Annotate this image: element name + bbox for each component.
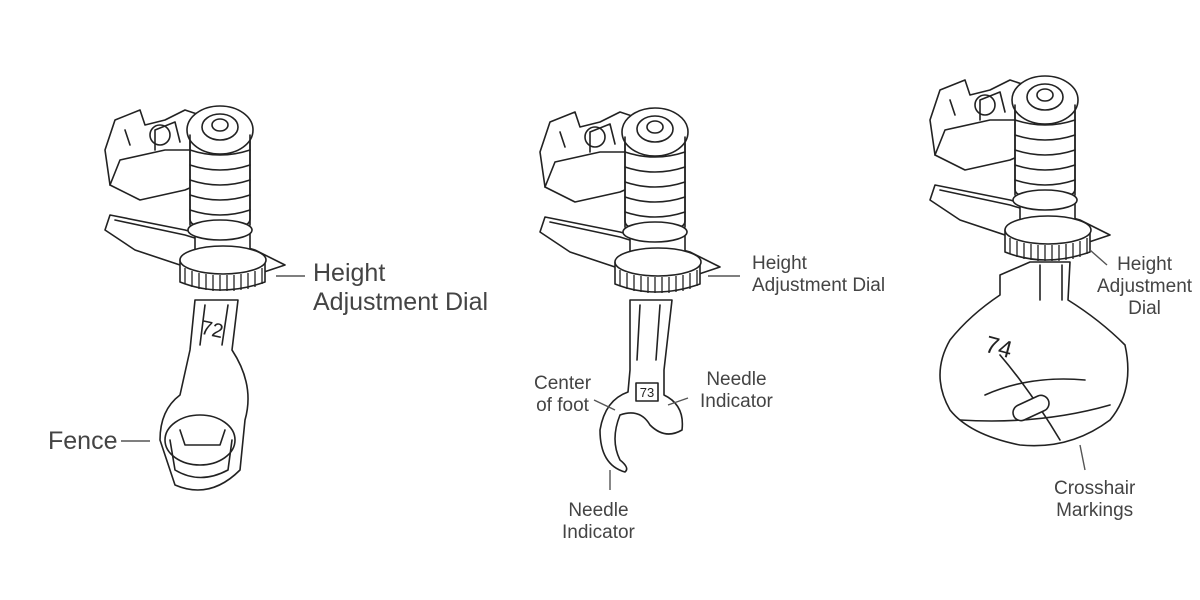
foot-number-73: 73 (640, 385, 654, 400)
leader-lines-1 (121, 275, 305, 442)
figure-1-foot-72: 72 (104, 105, 305, 491)
height-adjustment-dial-label-1: Height Adjustment Dial (313, 259, 489, 316)
foot-shank-74 (939, 261, 1129, 447)
leader-lines-2 (593, 275, 740, 490)
height-adjustment-dial-label-3: Height Adjustment Dial (1097, 254, 1193, 319)
foot-shank-73 (599, 299, 684, 473)
figure-3-foot-74: 74 (929, 75, 1129, 471)
upper-mechanism-2 (539, 107, 721, 294)
center-of-foot-label: Center of foot (534, 373, 592, 416)
needle-indicator-label-bottom: Needle Indicator (562, 500, 635, 543)
upper-mechanism-1 (104, 105, 286, 292)
needle-indicator-label-right: Needle Indicator (700, 369, 773, 412)
height-adjustment-dial-label-2: Height Adjustment Dial (752, 253, 886, 296)
fence-label: Fence (48, 427, 118, 455)
crosshair-markings-label: Crosshair Markings (1054, 478, 1136, 521)
leader-lines-3 (1079, 249, 1108, 471)
upper-mechanism-3 (929, 75, 1111, 262)
figure-2-foot-73: 73 (539, 107, 740, 490)
foot-number-72: 72 (199, 317, 225, 343)
foot-shank-72 (159, 299, 249, 491)
